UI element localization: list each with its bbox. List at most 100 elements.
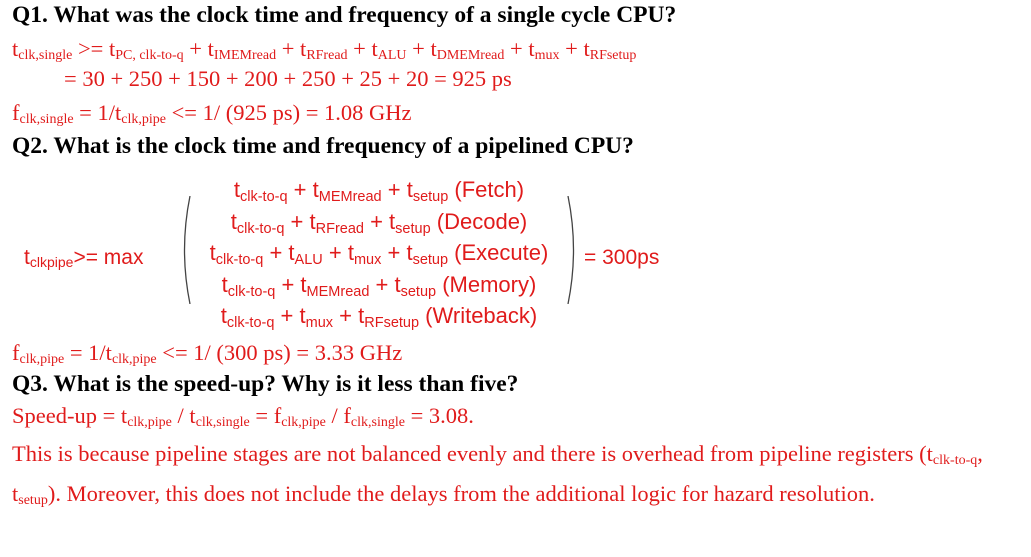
term-var: t (300, 36, 307, 61)
q1-frequency-line: fclk,single = 1/tclk,pipe <= 1/ (925 ps)… (12, 100, 412, 128)
para-text-1: This is because pipeline stages are not … (12, 441, 927, 466)
term-var: t (312, 177, 319, 202)
q2-frequency-line: fclk,pipe = 1/tclk,pipe <= 1/ (300 ps) =… (12, 340, 402, 368)
lhs-sub: clk,single (18, 48, 73, 63)
term-var: t (221, 271, 228, 297)
slash1: / (171, 403, 190, 428)
q3-heading: Q3. What is the speed-up? Why is it less… (12, 371, 519, 397)
plus-sign: + (381, 240, 407, 265)
term-var: t (220, 303, 227, 328)
q2-lhs: tclkpipe>= max (24, 246, 143, 270)
stage-row: tclk-to-q + tALU + tmux + tsetup (Execut… (194, 237, 564, 269)
f1-var: f (273, 403, 282, 428)
term-var: t (389, 208, 396, 234)
term-var: t (406, 240, 413, 265)
term-var: t (233, 177, 240, 202)
term-sub: clk-to-q (226, 315, 275, 331)
q2-heading: Q2. What is the clock time and frequency… (12, 133, 634, 159)
q1-terms: tPC, clk-to-q + tIMEMread + tRFread + tA… (108, 36, 636, 63)
term-sub: ALU (377, 48, 407, 63)
term-var: t (358, 303, 365, 328)
term-var: t (230, 208, 237, 234)
stage-name: (Memory) (442, 271, 537, 297)
stage-row: tclk-to-q + tMEMread + tsetup (Memory) (194, 269, 564, 301)
term-sub: setup (400, 283, 437, 300)
term-var: t (309, 208, 316, 234)
equals: = (249, 403, 274, 428)
plus-sign: + (274, 303, 300, 328)
rest: <= 1/ (300 ps) = 3.33 GHz (156, 340, 403, 365)
term-sub: clk-to-q (215, 252, 264, 268)
stage-name: (Writeback) (425, 303, 538, 328)
t-var: t (105, 340, 112, 365)
f-var: f (12, 100, 20, 125)
f2-sub: clk,single (350, 415, 405, 430)
term-var: t (207, 36, 214, 61)
lhs-var: t (12, 36, 19, 61)
term-var: t (394, 271, 401, 297)
t2-var: t (189, 403, 196, 428)
left-parenthesis (183, 196, 191, 304)
stage-delay-list: tclk-to-q + tMEMread + tsetup (Fetch)tcl… (194, 174, 564, 332)
para-text-2: ). Moreover, this does not include the d… (47, 481, 875, 506)
q1-heading: Q1. What was the clock time and frequenc… (12, 2, 677, 28)
term-sub: setup (412, 189, 449, 205)
term-sub: PC, clk-to-q (115, 48, 184, 63)
stage-name: (Execute) (454, 240, 549, 265)
speedup-label: Speed-up = (12, 403, 121, 428)
speedup-value: = 3.08. (404, 403, 474, 428)
lhs-var: t (24, 246, 30, 269)
term-sub: clk-to-q (240, 189, 288, 205)
stage-row: tclk-to-q + tmux + tRFsetup (Writeback) (194, 300, 564, 332)
slash2: / (325, 403, 344, 428)
plus-sign: + (381, 177, 407, 202)
t-sub: clk,pipe (111, 352, 157, 367)
term-sub: mux (534, 48, 560, 63)
term-sub: IMEMread (213, 48, 277, 63)
stage-name: (Decode) (436, 208, 528, 234)
plus-sign: + (284, 208, 310, 234)
f-var: f (12, 340, 20, 365)
term-var: t (299, 303, 306, 328)
q2-rhs: = 300ps (584, 246, 660, 269)
mid: = 1/ (73, 100, 115, 125)
t1-var: t (926, 441, 933, 466)
q1-single-cycle-inequality: tclk,single >= tPC, clk-to-q + tIMEMread… (12, 36, 636, 64)
t2-var: t (12, 481, 19, 506)
t1-var: t (120, 403, 128, 428)
stage-name: (Fetch) (454, 177, 525, 202)
f2-var: f (343, 403, 351, 428)
t-sub: clk,pipe (121, 112, 166, 127)
term-sub: clk-to-q (227, 283, 276, 300)
term-sub: DMEMread (436, 48, 505, 63)
t1-sub: clk-to-q (932, 453, 978, 468)
term-var: t (406, 177, 413, 202)
term-sub: MEMread (318, 189, 382, 205)
term-var: t (371, 36, 378, 61)
plus-sign: + (347, 36, 372, 61)
lhs-op: >= max (73, 246, 144, 269)
q1-sum-line: = 30 + 250 + 150 + 200 + 250 + 25 + 20 =… (64, 66, 512, 91)
term-var: t (583, 36, 590, 61)
comma: , (977, 441, 983, 466)
term-var: t (347, 240, 354, 265)
lhs-sub: clkpipe (29, 254, 74, 270)
t2-sub: setup (18, 493, 48, 508)
term-var: t (430, 36, 437, 61)
mid: = 1/ (64, 340, 106, 365)
plus-sign: + (275, 271, 301, 297)
plus-sign: + (333, 303, 359, 328)
t2-sub: clk,single (195, 415, 250, 430)
term-var: t (300, 271, 307, 297)
term-var: t (108, 36, 116, 61)
term-sub: mux (353, 252, 382, 268)
term-sub: RFread (306, 48, 348, 63)
term-sub: mux (305, 315, 334, 331)
term-sub: RFsetup (364, 315, 420, 331)
term-sub: RFread (315, 220, 364, 237)
term-sub: setup (395, 220, 431, 237)
t1-sub: clk,pipe (127, 415, 172, 430)
plus-sign: + (406, 36, 431, 61)
term-sub: MEMread (306, 283, 370, 300)
term-var: t (528, 36, 535, 61)
